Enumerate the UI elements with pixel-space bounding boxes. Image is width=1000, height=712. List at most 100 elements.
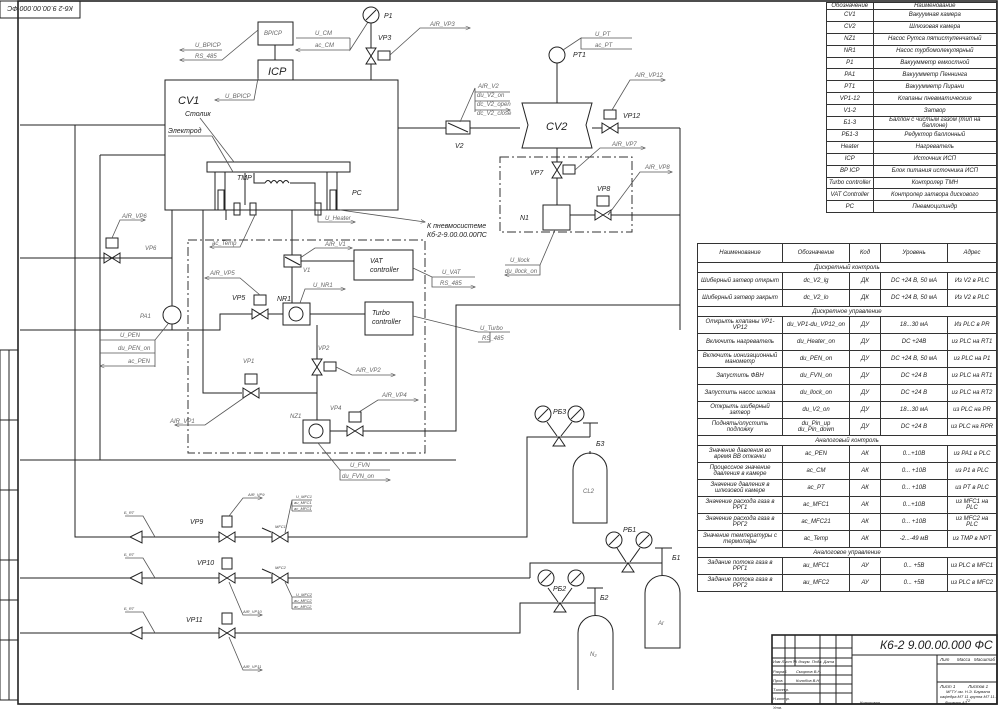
svg-text:U_VAT: U_VAT [442, 270, 462, 276]
svg-text:VP7: VP7 [530, 170, 544, 177]
signal-designation: au_MFC2 [782, 574, 850, 592]
svg-text:MFC1: MFC1 [275, 524, 286, 529]
actuator-vp7-icon [562, 164, 576, 175]
legend-name: Вакуумметр Пирани [872, 80, 998, 94]
svg-text:U_Turbo: U_Turbo [480, 326, 504, 332]
signal-name: Включить нагреватель [697, 333, 783, 351]
svg-text:au_MFC1: au_MFC1 [294, 500, 312, 505]
signal-code: АК [849, 479, 881, 497]
signal-address: из PLC на RT2 [947, 384, 997, 402]
title-columns: Изм Лист № докум. Подп. Дата [773, 659, 834, 664]
col-list: Лист [781, 659, 792, 664]
signals-header-name: Наименование [697, 243, 783, 263]
signal-name: Значение расхода газа в РРГ1 [697, 496, 783, 514]
signal-level: 0... +10В [880, 479, 948, 497]
svg-text:CV1: CV1 [178, 95, 199, 107]
legend-header-name: Наименование [872, 2, 998, 10]
role-ncontrol: Н.контр. [773, 696, 790, 701]
svg-text:VP5: VP5 [232, 295, 245, 302]
legend-name: Насос турбомолекулярный [872, 44, 998, 58]
signal-address: Из PLC в PR [947, 316, 997, 334]
signal-level: 18...30 мА [880, 316, 948, 334]
valve-vp12 [601, 122, 619, 134]
signal-code: АК [849, 445, 881, 463]
legend-name: Затвор [872, 104, 998, 118]
svg-text:Turbo: Turbo [372, 310, 390, 317]
signal-designation: ac_PEN [782, 445, 850, 463]
signal-level: 0...+10В [880, 496, 948, 514]
signal-level: 0... +5В [880, 574, 948, 592]
svg-text:AIR_VP2: AIR_VP2 [355, 368, 381, 374]
section-title: Дискретный контроль [697, 262, 997, 273]
gauge-p1-icon [362, 6, 380, 24]
legend-code: PA1 [826, 68, 874, 82]
gas-cylinder-b3: РБ3 Б3 CL2 [500, 405, 608, 538]
svg-text:RS_485: RS_485 [482, 336, 504, 342]
svg-text:AIR_VP3: AIR_VP3 [429, 22, 455, 28]
signal-code: ДУ [849, 333, 881, 351]
signal-designation: ac_MFC21 [782, 513, 850, 531]
legend-name: Пневмоцилиндр [872, 200, 998, 214]
signal-designation: du_FVN_on [782, 367, 850, 385]
svg-text:ac_MFC2: ac_MFC2 [294, 604, 312, 609]
signal-level: 0...+10В [880, 445, 948, 463]
svg-text:dc_V2_close: dc_V2_close [477, 111, 512, 117]
signal-code: АУ [849, 557, 881, 575]
svg-text:РБ1: РБ1 [623, 527, 636, 534]
svg-text:AIR_VP5: AIR_VP5 [209, 271, 235, 277]
signal-level: 18...30 мА [880, 401, 948, 419]
lit-label: Лит [940, 657, 950, 662]
svg-text:controller: controller [370, 267, 399, 274]
svg-text:au_MFC2: au_MFC2 [294, 598, 312, 603]
signal-designation: ac_MFC1 [782, 496, 850, 514]
actuator-vp6-icon [105, 237, 119, 249]
legend-code: VAT Controller [826, 188, 874, 202]
signal-designation: du_Heater_on [782, 333, 850, 351]
signal-designation: ac_Temp [782, 530, 850, 548]
svg-text:Электрод: Электрод [168, 127, 202, 135]
signal-address: Из V2 в PLC [947, 272, 997, 290]
valve-vp11 [218, 627, 236, 639]
heater-coil-icon [264, 180, 290, 184]
svg-text:U_FVN: U_FVN [350, 463, 370, 469]
svg-text:U_MFC1: U_MFC1 [296, 494, 312, 499]
legend-name: Вакуумметр Пеннинга [872, 68, 998, 82]
svg-text:AIR_V2: AIR_V2 [477, 84, 499, 90]
gas-line-vp10: Б_RT VP10 AIR_VP10 MFC2 U_MFC2 au_MFC2 a… [20, 552, 530, 615]
svg-text:Б_RT: Б_RT [124, 552, 135, 557]
penning-gauge-pa1-icon [162, 305, 182, 325]
svg-text:ac_PT: ac_PT [595, 43, 614, 49]
copied-label: Копировал [860, 700, 880, 705]
actuator-vp3-icon [377, 50, 391, 61]
role-checker: Пров. [773, 678, 784, 683]
checker-name: Колобов В.Н. [796, 678, 821, 683]
organization: МГТУ им. Н.Э. Баумана кафедра МТ 11 груп… [940, 689, 996, 703]
svg-text:U_CM: U_CM [315, 31, 332, 37]
signal-name: Включить ионизационный манометр [697, 350, 783, 368]
svg-text:VP3: VP3 [378, 35, 391, 42]
col-date: Дата [823, 659, 835, 664]
svg-text:Столик: Столик [185, 111, 211, 118]
legend-name: Редуктор баллонный [872, 129, 998, 142]
svg-text:ac_PEN: ac_PEN [128, 359, 151, 365]
svg-text:CL2: CL2 [583, 489, 595, 495]
gas-cylinder-b2: РБ2 Б2 N₂ [500, 569, 614, 690]
format-label: Формат А3 [945, 700, 967, 705]
svg-text:Б3: Б3 [596, 441, 605, 448]
legend-name: Вакуумметр емкостной [872, 56, 998, 70]
signal-address: из PA1 в PLC [947, 445, 997, 463]
legend-code: Heater [826, 140, 874, 154]
